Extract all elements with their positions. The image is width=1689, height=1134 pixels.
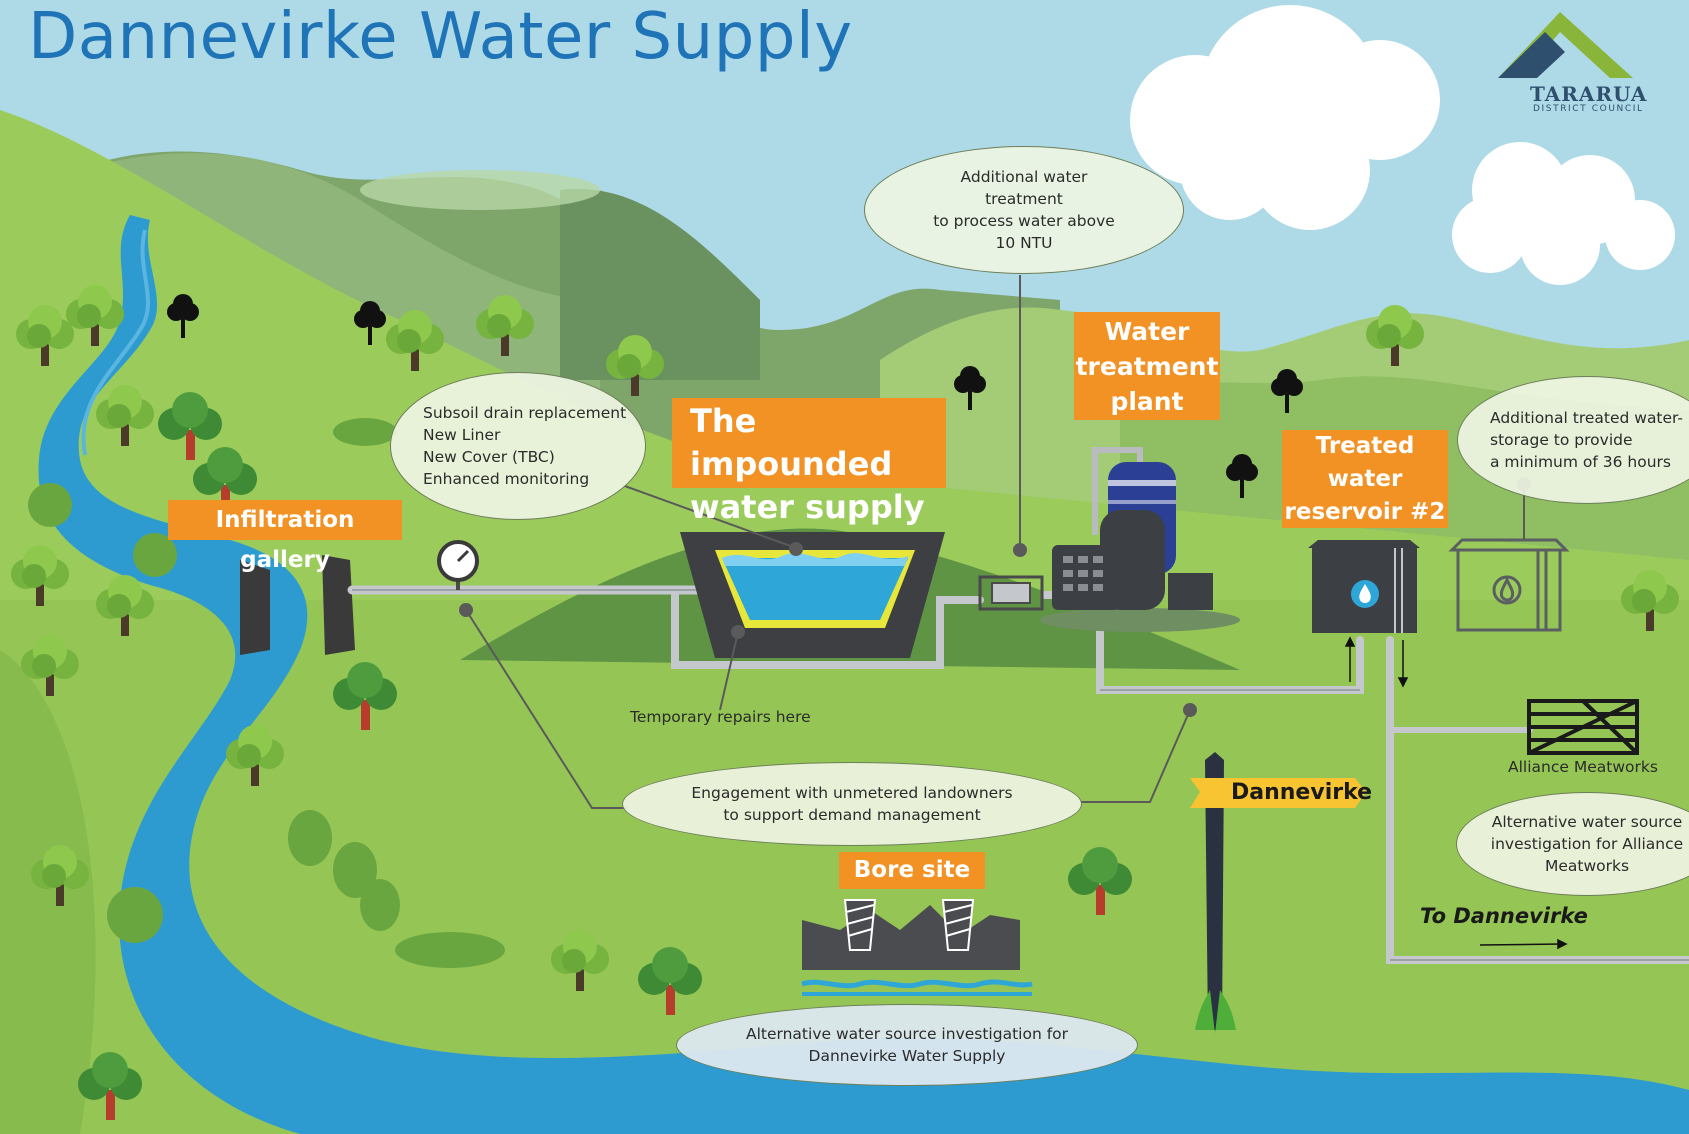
- infiltration-gallery-structure: [240, 555, 355, 655]
- tag-treated-water-reservoir: Treated water reservoir #2: [1282, 430, 1448, 528]
- engagement-line2: to support demand management: [723, 806, 981, 824]
- bubble-additional-treatment: Additional water treatment to process wa…: [864, 146, 1184, 274]
- tag-reservoir-line1: Treated: [1315, 433, 1415, 459]
- storage-line1: Additional treated water-: [1490, 409, 1684, 427]
- signpost: [1190, 752, 1366, 1034]
- alliance-alt-line1: Alternative water source: [1491, 813, 1683, 831]
- bubble-dannevirke-alternative: Alternative water source investigation f…: [676, 1004, 1138, 1086]
- temporary-repairs-label: Temporary repairs here: [630, 708, 811, 726]
- dannevirke-alt-line1: Alternative water source investigation f…: [745, 1025, 1069, 1043]
- cloud-small: [1452, 142, 1675, 285]
- subsoil-line2: New Liner: [423, 426, 501, 444]
- tag-infiltration-gallery: Infiltration gallery: [168, 500, 402, 573]
- tag-impounded-water-supply: The impounded water supply: [672, 398, 946, 526]
- tag-treatment-line3: plant: [1110, 387, 1184, 416]
- treatment-bubble-line2: treatment: [985, 190, 1063, 208]
- cloud-large: [1130, 5, 1440, 230]
- proposed-storage-tank: [1448, 538, 1570, 632]
- logo-subtitle: DISTRICT COUNCIL: [1533, 104, 1644, 114]
- reservoir-tank-2: [1308, 540, 1420, 633]
- bubble-subsoil-drain: Subsoil drain replacement New Liner New …: [390, 372, 646, 520]
- tag-bore-site: Bore site: [839, 852, 985, 889]
- page-title: Dannevirke Water Supply: [28, 0, 853, 74]
- alliance-alt-line3: Meatworks: [1544, 857, 1630, 875]
- bore-site-icon: [801, 899, 1033, 996]
- tag-reservoir-line2: water: [1327, 466, 1403, 492]
- flow-arrows: [1344, 636, 1568, 950]
- tag-reservoir-line3: reservoir #2: [1284, 499, 1446, 525]
- subsoil-line1: Subsoil drain replacement: [423, 404, 627, 422]
- bubble-engagement: Engagement with unmetered landowners to …: [622, 762, 1082, 846]
- alliance-meatworks-label: Alliance Meatworks: [1508, 758, 1658, 776]
- storage-line2: storage to provide: [1490, 431, 1633, 449]
- engagement-line1: Engagement with unmetered landowners: [691, 784, 1013, 802]
- bubble-additional-storage: Additional treated water- storage to pro…: [1457, 376, 1689, 504]
- subsoil-line3: New Cover (TBC): [423, 448, 555, 466]
- tag-bore-site-label: Bore site: [853, 857, 971, 883]
- tag-treatment-line2: treatment: [1075, 352, 1219, 381]
- tag-impounded-line2: water supply: [690, 488, 925, 526]
- subsoil-line4: Enhanced monitoring: [423, 470, 590, 488]
- treatment-bubble-line3: to process water above: [933, 212, 1115, 230]
- storage-line3: a minimum of 36 hours: [1490, 453, 1672, 471]
- tag-infiltration-gallery-label: Infiltration gallery: [215, 507, 355, 573]
- alliance-alt-line2: investigation for Alliance: [1490, 835, 1684, 853]
- bushes: [28, 418, 505, 968]
- tag-impounded-line1: The impounded: [690, 402, 893, 483]
- dannevirke-sign-label: Dannevirke: [1231, 780, 1373, 805]
- impounded-reservoir: [680, 532, 945, 658]
- tag-treatment-line1: Water: [1104, 317, 1190, 346]
- logo-name: TARARUA: [1530, 82, 1648, 106]
- tag-water-treatment-plant: Water treatment plant: [1074, 312, 1220, 420]
- bubble-alliance-alternative: Alternative water source investigation f…: [1456, 792, 1689, 896]
- to-dannevirke-label: To Dannevirke: [1420, 904, 1588, 928]
- pressure-gauge-icon: [437, 540, 479, 590]
- mountain-logo-icon: [1498, 12, 1633, 78]
- river: [38, 215, 1689, 1134]
- gate-icon: [1527, 699, 1639, 755]
- treatment-bubble-line1: Additional water: [960, 168, 1088, 186]
- callout-connectors: [465, 275, 1525, 809]
- treatment-bubble-line4: 10 NTU: [995, 234, 1053, 252]
- dannevirke-alt-line2: Dannevirke Water Supply: [808, 1047, 1006, 1065]
- treatment-plant: [978, 447, 1240, 632]
